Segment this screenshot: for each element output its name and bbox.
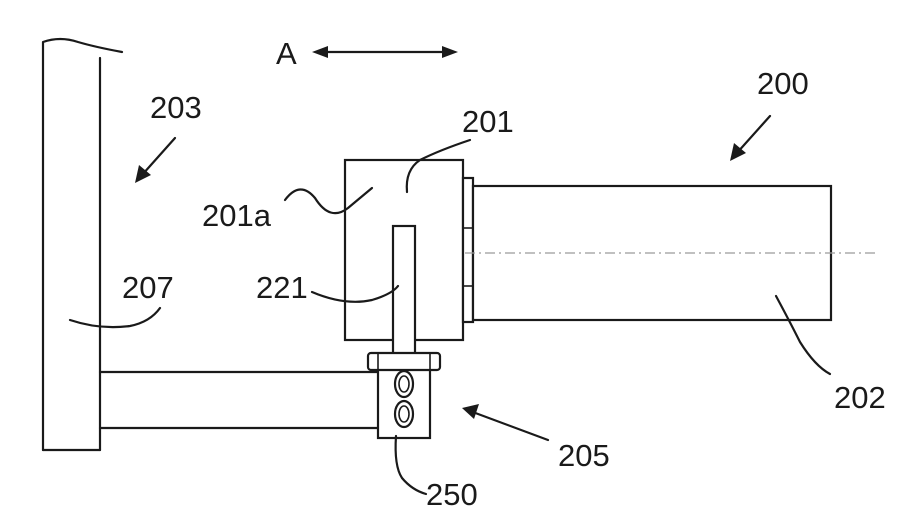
coupling xyxy=(463,178,473,322)
label-201: 201 xyxy=(462,104,514,139)
leader-250 xyxy=(396,436,426,494)
lever-221 xyxy=(393,226,415,354)
label-203: 203 xyxy=(150,90,202,125)
bracket-bars xyxy=(100,372,378,428)
label-207: 207 xyxy=(122,270,174,305)
label-250: 250 xyxy=(426,477,478,512)
leader-207 xyxy=(70,308,160,327)
label-202: 202 xyxy=(834,380,886,415)
label-200: 200 xyxy=(757,66,809,101)
arrow-203 xyxy=(135,138,175,183)
label-221: 221 xyxy=(256,270,308,305)
arrow-200 xyxy=(730,116,770,161)
label-205: 205 xyxy=(558,438,610,473)
label-201a: 201a xyxy=(202,198,272,233)
clamp-250 xyxy=(368,353,440,438)
arrow-205 xyxy=(462,404,548,440)
direction-arrow-a xyxy=(312,46,458,58)
wall-frame xyxy=(43,39,122,450)
direction-a-label: A xyxy=(276,36,297,71)
